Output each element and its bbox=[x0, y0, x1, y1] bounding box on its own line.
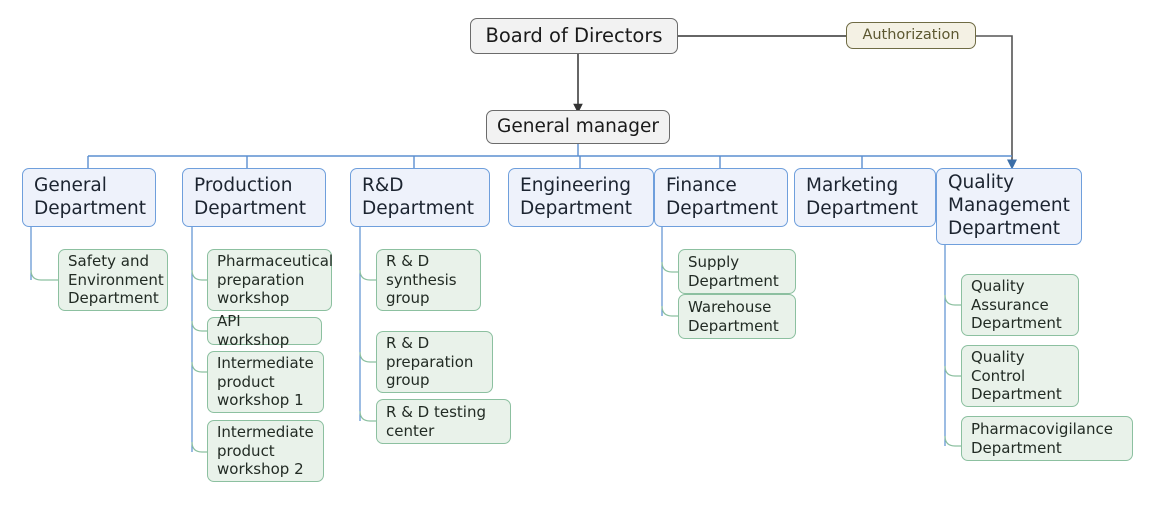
node-intermediate-product-workshop-1-label: Intermediate product workshop 1 bbox=[217, 354, 314, 410]
node-pharmaceutical-preparation-workshop-label: Pharmaceutical preparation workshop bbox=[217, 252, 334, 308]
link-authorization-to-quality-management bbox=[976, 35, 1018, 170]
node-intermediate-product-workshop-2-label: Intermediate product workshop 2 bbox=[217, 423, 314, 479]
node-quality-management-department-label: Quality Management Department bbox=[948, 172, 1070, 239]
node-supply-department[interactable]: Supply Department bbox=[678, 249, 796, 294]
link-production-child-3 bbox=[191, 361, 207, 373]
node-finance-department-label: Finance Department bbox=[666, 174, 778, 219]
node-rd-testing-center-label: R & D testing center bbox=[386, 402, 486, 440]
link-quality-child-2 bbox=[944, 365, 961, 377]
node-pharmacovigilance-department-label: Pharmacovigilance Department bbox=[971, 419, 1113, 457]
node-quality-assurance-department-label: Quality Assurance Department bbox=[971, 277, 1062, 333]
node-safety-and-environment-department-label: Safety and Environment Department bbox=[68, 252, 164, 308]
node-rd-preparation-group[interactable]: R & D preparation group bbox=[376, 331, 493, 393]
node-production-department[interactable]: Production Department bbox=[182, 168, 326, 227]
link-production-child-1 bbox=[191, 269, 207, 281]
node-intermediate-product-workshop-1[interactable]: Intermediate product workshop 1 bbox=[207, 351, 324, 413]
link-quality-child-1 bbox=[944, 294, 961, 306]
node-rd-testing-center[interactable]: R & D testing center bbox=[376, 399, 511, 444]
node-rd-synthesis-group-label: R & D synthesis group bbox=[386, 252, 457, 308]
node-warehouse-department-label: Warehouse Department bbox=[688, 297, 779, 335]
node-rd-department-label: R&D Department bbox=[362, 174, 474, 219]
node-intermediate-product-workshop-2[interactable]: Intermediate product workshop 2 bbox=[207, 420, 324, 482]
link-quality-child-3 bbox=[944, 435, 961, 447]
node-pharmacovigilance-department[interactable]: Pharmacovigilance Department bbox=[961, 416, 1133, 461]
node-general-department[interactable]: General Department bbox=[22, 168, 156, 227]
node-rd-department[interactable]: R&D Department bbox=[350, 168, 490, 227]
node-quality-control-department[interactable]: Quality Control Department bbox=[961, 345, 1079, 407]
node-quality-management-department[interactable]: Quality Management Department bbox=[936, 168, 1082, 245]
node-marketing-department[interactable]: Marketing Department bbox=[794, 168, 936, 227]
node-pharmaceutical-preparation-workshop[interactable]: Pharmaceutical preparation workshop bbox=[207, 249, 334, 311]
node-rd-preparation-group-label: R & D preparation group bbox=[386, 334, 474, 390]
node-authorization[interactable]: Authorization bbox=[846, 22, 976, 49]
node-engineering-department[interactable]: Engineering Department bbox=[508, 168, 654, 227]
node-production-department-label: Production Department bbox=[194, 174, 306, 219]
node-rd-synthesis-group[interactable]: R & D synthesis group bbox=[376, 249, 481, 311]
link-production-child-4 bbox=[191, 441, 207, 453]
link-rd-child-3 bbox=[359, 410, 376, 422]
node-general-manager-label: General manager bbox=[497, 115, 659, 137]
node-quality-assurance-department[interactable]: Quality Assurance Department bbox=[961, 274, 1079, 336]
node-general-department-label: General Department bbox=[34, 174, 146, 219]
link-finance-child-2 bbox=[661, 305, 678, 317]
link-finance-child-1 bbox=[661, 261, 678, 273]
node-general-manager[interactable]: General manager bbox=[486, 110, 670, 144]
node-engineering-department-label: Engineering Department bbox=[520, 174, 632, 219]
node-api-workshop-label: API workshop bbox=[217, 312, 290, 349]
link-production-child-2 bbox=[191, 320, 207, 332]
node-warehouse-department[interactable]: Warehouse Department bbox=[678, 294, 796, 339]
link-rd-child-1 bbox=[359, 269, 376, 281]
node-api-workshop[interactable]: API workshop bbox=[207, 312, 322, 349]
node-authorization-label: Authorization bbox=[862, 26, 960, 43]
node-safety-and-environment-department[interactable]: Safety and Environment Department bbox=[58, 249, 168, 311]
node-board-of-directors[interactable]: Board of Directors bbox=[470, 18, 678, 54]
link-rd-child-2 bbox=[359, 351, 376, 363]
node-quality-control-department-label: Quality Control Department bbox=[971, 348, 1062, 404]
node-supply-department-label: Supply Department bbox=[688, 252, 779, 290]
node-board-of-directors-label: Board of Directors bbox=[485, 23, 663, 47]
node-marketing-department-label: Marketing Department bbox=[806, 174, 918, 219]
node-finance-department[interactable]: Finance Department bbox=[654, 168, 788, 227]
link-general-department-child-1 bbox=[30, 269, 58, 281]
